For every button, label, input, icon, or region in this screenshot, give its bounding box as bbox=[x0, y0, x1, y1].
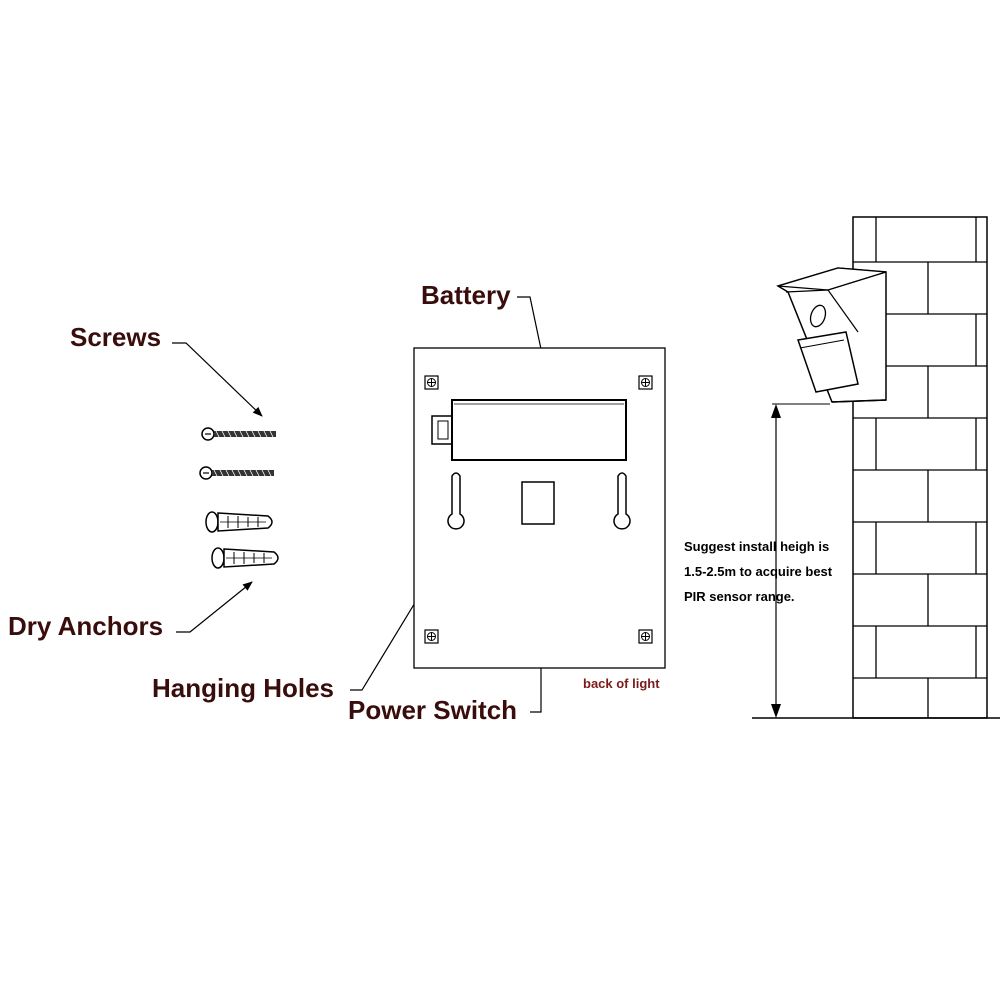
hanging-hole-left bbox=[447, 472, 465, 530]
screw-1 bbox=[201, 427, 276, 441]
mounted-light bbox=[776, 267, 887, 403]
lamp-face bbox=[797, 331, 859, 393]
pir-sensor-lens bbox=[809, 304, 827, 328]
hanging-hole-right bbox=[613, 472, 631, 530]
screws-leader bbox=[172, 342, 263, 417]
screws-label: Screws bbox=[70, 322, 162, 352]
corner-marker-bottom-left bbox=[424, 629, 439, 644]
corner-marker-top-right bbox=[638, 375, 653, 390]
note-line-3: PIR sensor range. bbox=[684, 589, 795, 604]
battery-label: Battery bbox=[421, 280, 511, 310]
dry-anchor-1 bbox=[205, 511, 273, 533]
dry-anchors-label: Dry Anchors bbox=[8, 611, 164, 641]
hanging-holes-label: Hanging Holes bbox=[152, 673, 335, 703]
battery-pack bbox=[431, 399, 627, 461]
power-switch bbox=[521, 481, 555, 525]
corner-marker-top-left bbox=[424, 375, 439, 390]
power-switch-label: Power Switch bbox=[348, 695, 518, 725]
dry-anchor-2 bbox=[211, 547, 279, 569]
install-height-note: Suggest install heigh is 1.5-2.5m to acq… bbox=[684, 534, 864, 609]
note-line-2: 1.5-2.5m to acquire best bbox=[684, 564, 833, 579]
corner-marker-bottom-right bbox=[638, 629, 653, 644]
note-line-1: Suggest install heigh is bbox=[684, 539, 830, 554]
back-panel bbox=[413, 347, 666, 669]
back-of-light-caption: back of light bbox=[583, 676, 660, 691]
anchors-leader bbox=[176, 581, 253, 633]
screw-2 bbox=[199, 466, 274, 480]
height-dimension bbox=[771, 403, 830, 718]
